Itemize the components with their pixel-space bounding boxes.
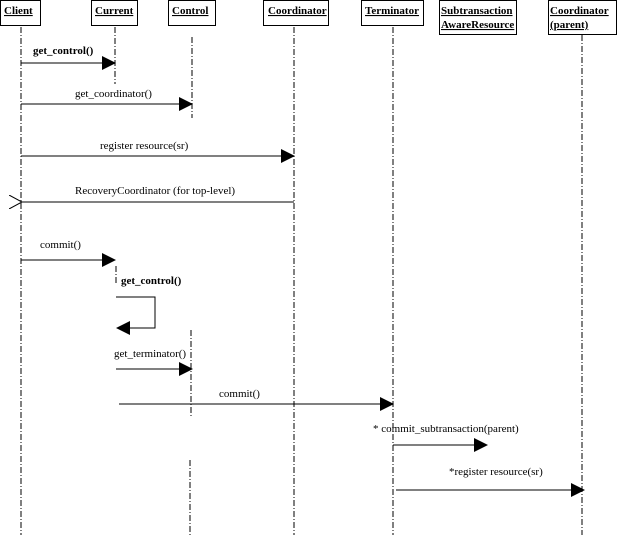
message-label: get_control() bbox=[121, 275, 182, 287]
participant-label: AwareResource bbox=[441, 19, 514, 31]
message-label: get_control() bbox=[33, 45, 94, 57]
message-label: register resource(sr) bbox=[100, 140, 189, 152]
message-commit-terminator[interactable]: commit() bbox=[119, 388, 394, 411]
message-get-control-self[interactable]: get_control() bbox=[116, 275, 182, 335]
participant-subtransaction-aware-resource[interactable]: Subtransaction AwareResource bbox=[439, 0, 517, 35]
participant-client[interactable]: Client bbox=[0, 0, 41, 26]
self-call-arrow bbox=[116, 296, 156, 335]
participant-coordinator-parent[interactable]: Coordinator (parent) bbox=[548, 0, 617, 35]
participant-label: Control bbox=[172, 5, 208, 17]
participant-control[interactable]: Control bbox=[168, 0, 216, 26]
message-register-resource-parent[interactable]: *register resource(sr) bbox=[396, 466, 585, 497]
participant-label: Current bbox=[95, 5, 134, 17]
message-label: commit() bbox=[219, 388, 260, 400]
message-label: commit() bbox=[40, 239, 81, 251]
message-get-coordinator[interactable]: get_coordinator() bbox=[21, 88, 193, 111]
message-label: * commit_subtransaction(parent) bbox=[373, 423, 519, 435]
message-label: RecoveryCoordinator (for top-level) bbox=[75, 185, 235, 197]
message-recovery-coordinator-return[interactable]: RecoveryCoordinator (for top-level) bbox=[22, 185, 294, 202]
participant-coordinator[interactable]: Coordinator bbox=[263, 0, 329, 26]
message-label: get_coordinator() bbox=[75, 88, 152, 100]
message-get-control[interactable]: get_control() bbox=[21, 45, 116, 70]
message-commit[interactable]: commit() bbox=[21, 239, 116, 267]
participant-label: Terminator bbox=[365, 5, 419, 17]
participant-label: Client bbox=[4, 5, 33, 17]
participant-label: (parent) bbox=[550, 19, 589, 31]
message-label: *register resource(sr) bbox=[449, 466, 543, 478]
participant-label: Coordinator bbox=[268, 5, 327, 17]
participant-label: Subtransaction bbox=[441, 5, 513, 17]
message-register-resource[interactable]: register resource(sr) bbox=[21, 140, 295, 163]
participant-terminator[interactable]: Terminator bbox=[361, 0, 424, 26]
message-label: get_terminator() bbox=[114, 348, 186, 360]
participant-label: Coordinator bbox=[550, 5, 609, 17]
message-get-terminator[interactable]: get_terminator() bbox=[114, 348, 193, 376]
participant-current[interactable]: Current bbox=[91, 0, 138, 26]
message-commit-subtransaction[interactable]: * commit_subtransaction(parent) bbox=[373, 423, 519, 452]
